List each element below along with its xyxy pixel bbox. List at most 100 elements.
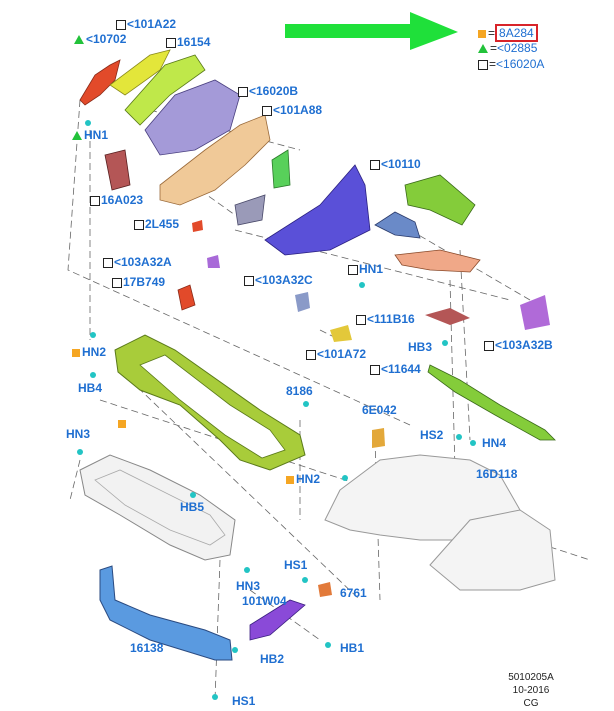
label-text: <101A72: [317, 347, 367, 361]
label-text: 101W04: [242, 594, 287, 608]
label-text: HN1: [359, 262, 384, 276]
bumper-beam: [79, 454, 236, 561]
label-11644: <11644: [370, 362, 421, 376]
label-text: <103A32B: [495, 338, 553, 352]
legend-orange-square: =8A284: [478, 24, 538, 42]
label-text: HB5: [180, 500, 205, 514]
label-8186: 8186: [286, 384, 313, 398]
label-HS1-mid: HS1: [284, 558, 307, 572]
label-2L455: 2L455: [134, 217, 179, 231]
label-text: HN2: [82, 345, 107, 359]
legend-white-square: =<16020A: [478, 57, 544, 71]
label-16D118: 16D118: [476, 467, 517, 481]
legend-code-orange: 8A284: [495, 24, 538, 42]
label-111B16: <111B16: [356, 312, 415, 326]
white-square-icon: [103, 257, 113, 268]
label-text: 16154: [177, 35, 211, 49]
lower-beam: [99, 565, 332, 661]
reference-date: 10-2016: [512, 685, 550, 696]
white-square-icon: [370, 364, 380, 375]
label-text: HS2: [420, 428, 444, 442]
white-square-icon: [348, 264, 358, 275]
label-HB4: HB4: [78, 381, 102, 395]
reference-code: 5010205A: [508, 672, 554, 683]
white-square-icon: [238, 86, 248, 97]
label-103A32A: <103A32A: [103, 255, 172, 269]
orange-square-icon: [286, 475, 294, 484]
label-text: <101A22: [127, 17, 177, 31]
label-HN1-mid: HN1: [348, 262, 383, 276]
white-square-icon: [262, 105, 272, 116]
label-text: <11644: [381, 362, 421, 376]
label-HS2: HS2: [420, 428, 443, 442]
label-text: 6761: [340, 586, 367, 600]
label-17B749: 17B749: [112, 275, 165, 289]
fasteners: [77, 120, 476, 700]
white-square-icon: [134, 219, 144, 230]
label-text: 6E042: [362, 403, 397, 417]
label-6E042: 6E042: [362, 403, 397, 417]
label-text: <103A32A: [114, 255, 172, 269]
label-10110: <10110: [370, 157, 421, 171]
label-text: HB1: [340, 641, 365, 655]
label-text: HB3: [408, 340, 433, 354]
label-16138: 16138: [130, 641, 163, 655]
label-text: <103A32C: [255, 273, 313, 287]
label-HB3: HB3: [408, 340, 432, 354]
label-text: 16138: [130, 641, 164, 655]
label-HN4: HN4: [482, 436, 506, 450]
body-shell: [324, 454, 556, 591]
label-HS1-bottom: HS1: [232, 694, 255, 708]
white-square-icon: [116, 19, 126, 30]
label-text: 8186: [286, 384, 313, 398]
legend-code-white: <16020A: [496, 57, 545, 71]
white-square-icon: [90, 195, 100, 206]
white-square-icon: [306, 349, 316, 360]
rail-parts: [79, 49, 556, 502]
label-text: HN3: [236, 579, 261, 593]
label-101A88: <101A88: [262, 103, 322, 117]
leader-lines: [67, 99, 591, 701]
label-16154: 16154: [166, 35, 210, 49]
orange-square-icon: [118, 419, 126, 428]
label-text: HN3: [66, 427, 91, 441]
label-6761: 6761: [340, 586, 367, 600]
direction-arrow: [285, 12, 458, 50]
label-101A72: <101A72: [306, 347, 366, 361]
radiator-support: [114, 334, 306, 471]
green-triangle-icon: [478, 44, 488, 54]
label-text: HS1: [284, 558, 308, 572]
label-text: 2L455: [145, 217, 180, 231]
label-HB1: HB1: [340, 641, 364, 655]
label-HN1-top: HN1: [72, 128, 108, 142]
legend-code-green: <02885: [497, 41, 538, 55]
label-16A023: 16A023: [90, 193, 143, 207]
green-triangle-icon: [72, 131, 82, 141]
label-text: <111B16: [367, 312, 415, 326]
label-text: HN2: [296, 472, 321, 486]
white-square-icon: [478, 59, 488, 70]
label-text: <101A88: [273, 103, 323, 117]
reference-author: CG: [523, 698, 539, 709]
white-square-icon: [484, 340, 494, 351]
white-square-icon: [370, 159, 380, 170]
label-HN2-mid: HN2: [286, 472, 320, 486]
green-triangle-icon: [74, 35, 84, 45]
label-101W04: 101W04: [242, 594, 287, 608]
label-text: <10110: [381, 157, 421, 171]
label-HN2-left: HN2: [72, 345, 106, 359]
label-16020B: <16020B: [238, 84, 298, 98]
label-text: 16A023: [101, 193, 144, 207]
label-HN3-lower: HN3: [236, 579, 260, 593]
label-text: <10702: [86, 32, 127, 46]
label-text: 16D118: [476, 467, 518, 481]
label-text: 17B749: [123, 275, 166, 289]
label-10702: <10702: [74, 32, 126, 46]
label-HB2: HB2: [260, 652, 284, 666]
white-square-icon: [112, 277, 122, 288]
orange-square-icon: [72, 348, 80, 357]
label-HN3-left: HN3: [66, 427, 90, 441]
label-103A32B: <103A32B: [484, 338, 553, 352]
orange-square-icon: [478, 29, 486, 38]
